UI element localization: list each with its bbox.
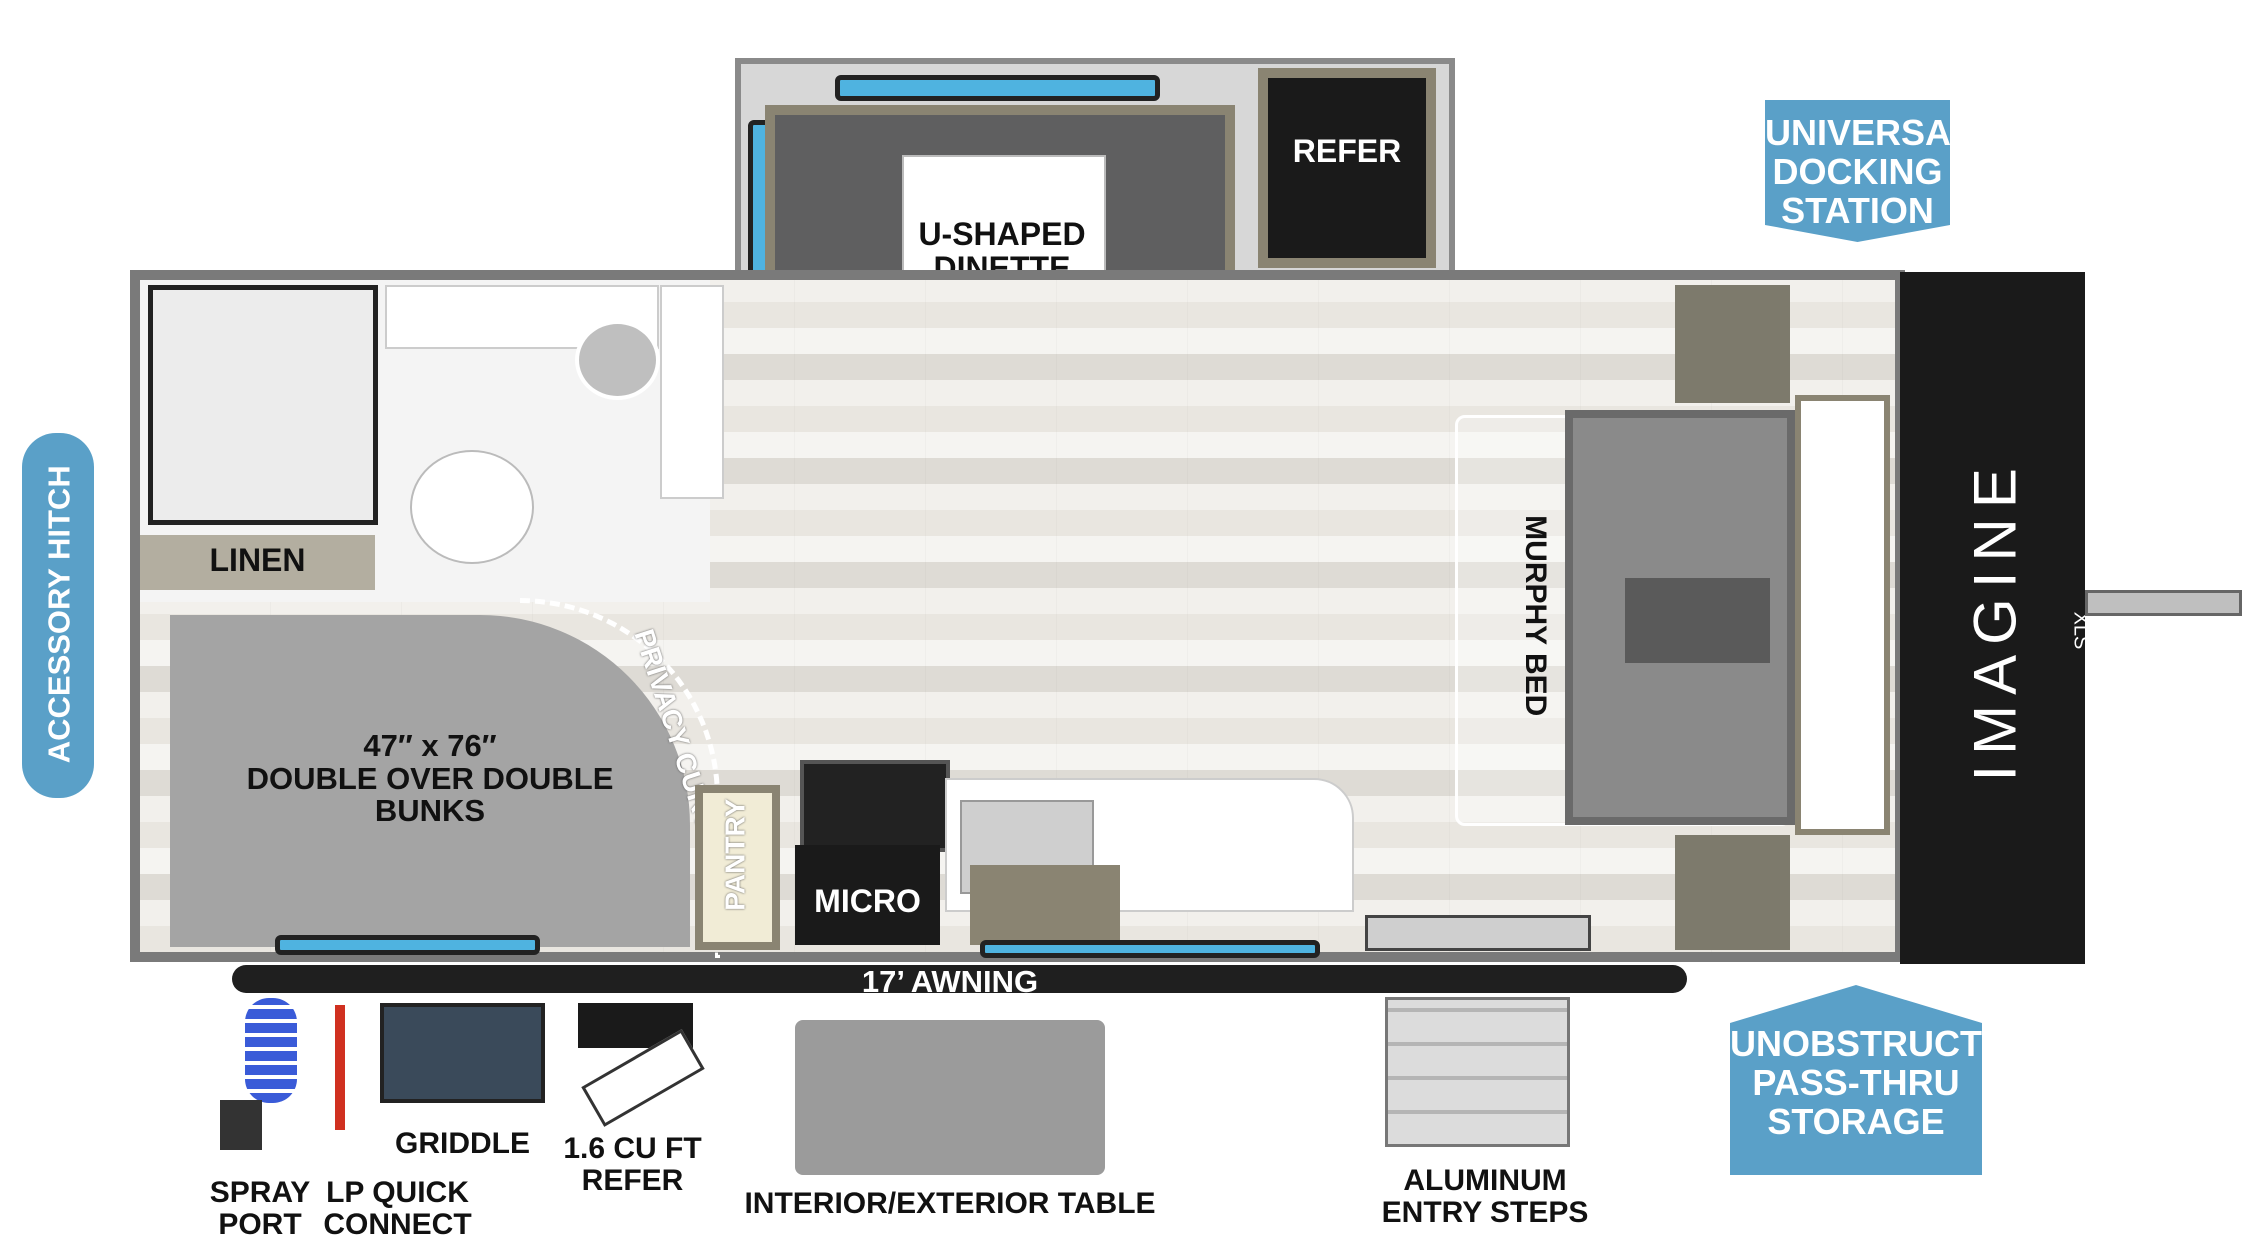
spray-port-label: SPRAY PORT [209, 1176, 311, 1241]
stovetop-controls [970, 865, 1120, 945]
entry-steps-label: ALUMINUM ENTRY STEPS [1381, 1164, 1589, 1229]
front-cabinet-top [1675, 285, 1790, 403]
refer-cabinet [1258, 68, 1436, 268]
pantry-label: PANTRY [719, 798, 751, 911]
shower [148, 285, 378, 525]
dinette-window-top [835, 75, 1160, 101]
murphy-bed-label: MURPHY BED [1518, 515, 1552, 717]
awning-label: 17’ AWNING [861, 964, 1039, 999]
linen-label: LINEN [209, 542, 306, 578]
linen-cabinet [140, 535, 375, 590]
lp-quick-connect-label: LP QUICK CONNECT [323, 1176, 472, 1241]
accessory-hitch-badge [22, 433, 94, 798]
lp-hose [335, 1005, 345, 1130]
pantry [695, 785, 780, 950]
stove [800, 760, 950, 852]
brand-logo: IMAGINE [1961, 458, 2029, 782]
front-bed [1795, 395, 1890, 835]
spray-nozzle [220, 1100, 262, 1150]
entry-door [1365, 915, 1591, 951]
pass-thru-callout: UNOBSTRUCTED PASS-THRU STORAGE [1730, 985, 1982, 1175]
spray-hose [245, 998, 297, 1103]
microwave [795, 845, 940, 945]
outside-refer-label: 1.6 CU FT REFER [563, 1132, 702, 1197]
bunk-window [275, 935, 540, 955]
sink [575, 320, 660, 400]
universal-docking-callout: UNIVERSAL DOCKING STATION [1765, 100, 1950, 242]
hitch-tongue [2085, 590, 2242, 616]
toilet [410, 450, 534, 564]
refer-label: REFER [1292, 133, 1402, 169]
front-cabinet-bottom [1675, 835, 1790, 950]
griddle-label: GRIDDLE [395, 1127, 530, 1160]
bath-counter [660, 285, 724, 499]
front-cap [1900, 272, 2085, 964]
galley-window [980, 940, 1320, 958]
awning-bar [232, 965, 1687, 993]
table-label: INTERIOR/EXTERIOR TABLE [744, 1187, 1156, 1220]
griddle [380, 1003, 545, 1103]
ext-table [795, 1020, 1105, 1175]
micro-label: MICRO [814, 883, 921, 919]
entry-steps [1385, 997, 1570, 1147]
murphy-console [1625, 578, 1770, 663]
accessory-hitch-label: ACCESSORY HITCH [41, 465, 77, 764]
